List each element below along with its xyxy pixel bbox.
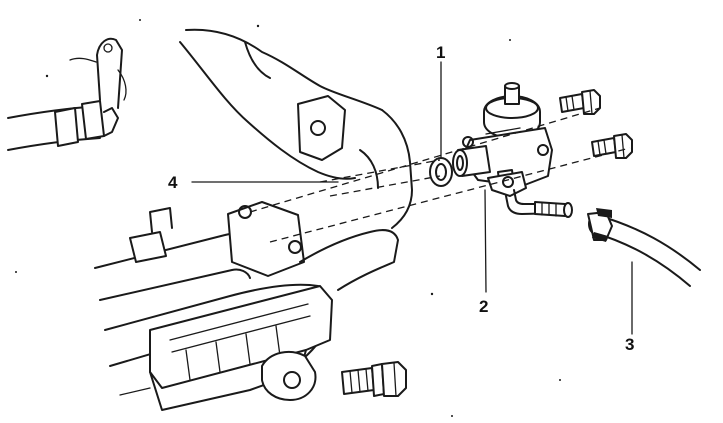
regulator-screw-upper [559,89,601,115]
intake-manifold [179,28,413,229]
alignment-lines [249,107,631,243]
regulator-screw-lower [591,133,633,159]
leader-lines [191,61,633,335]
vacuum-hose [587,208,701,287]
callout-2: 2 [479,297,488,316]
fuel-pressure-regulator [452,82,573,218]
callout-1: 1 [436,43,445,62]
scan-speckles [15,19,561,417]
mounting-bolt [341,361,407,397]
hose-clamp-inset [7,37,127,151]
o-ring [429,157,453,187]
callout-3: 3 [625,335,634,354]
callout-4: 4 [168,173,178,192]
fuel-rail [94,201,399,411]
